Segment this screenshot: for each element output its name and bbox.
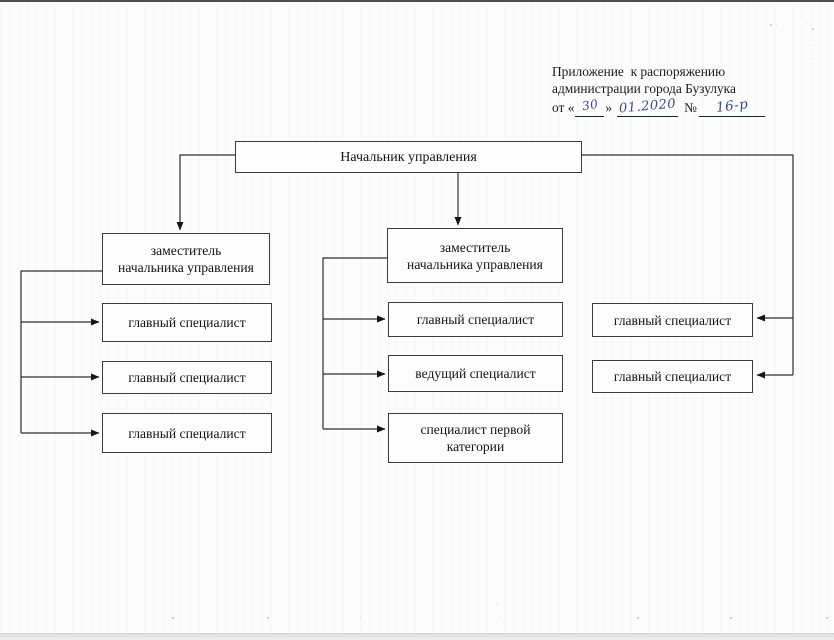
scan-speck — [497, 604, 498, 605]
scan-speck — [637, 617, 639, 619]
org-node-label: заместитель — [439, 239, 511, 255]
org-node-mid-first-category: специалист первой категории — [388, 413, 563, 463]
annotation-line-1: Приложение к распоряжению — [552, 64, 726, 79]
org-node-left-chief-1: главный специалист — [102, 303, 272, 342]
annotation-date-line: от « 30 » 01.2020 № 16-р — [552, 96, 798, 117]
scan-speck — [770, 24, 772, 26]
scan-speck — [730, 617, 732, 619]
org-node-label: главный специалист — [128, 370, 246, 385]
org-node-label: начальника управления — [407, 256, 543, 272]
scan-speck — [812, 58, 813, 59]
annotation-line-2: администрации города Бузулука — [552, 81, 736, 96]
date-prefix: от « — [552, 100, 575, 115]
scan-speck — [826, 617, 828, 619]
scan-speck — [776, 25, 777, 26]
org-node-left-chief-3: главный специалист — [102, 413, 272, 453]
date-day-blank: 30 — [575, 97, 605, 117]
scan-speck — [806, 22, 807, 23]
document-number-blank: 16-р — [698, 96, 765, 117]
org-node-label: ведущий специалист — [415, 366, 536, 381]
scan-speck — [360, 617, 361, 618]
org-node-right-chief-2: главный специалист — [592, 360, 753, 393]
number-sign: № — [684, 100, 697, 115]
org-node-label: категории — [446, 439, 505, 454]
org-node-mid-chief: главный специалист — [388, 302, 563, 337]
org-node-label: главный специалист — [416, 312, 535, 327]
close-quote: » — [605, 100, 613, 115]
org-node-deputy-left: заместитель начальника управления — [102, 233, 270, 285]
handwritten-number: 16-р — [714, 96, 749, 116]
org-node-mid-leading: ведущий специалист — [388, 355, 563, 392]
org-node-label: главный специалист — [128, 315, 246, 330]
org-node-label: главный специалист — [613, 369, 732, 384]
scan-speck — [814, 45, 815, 46]
scan-bottom-edge — [0, 633, 834, 640]
org-node-label: заместитель — [150, 243, 222, 258]
scan-speck — [172, 617, 174, 619]
org-node-head: Начальник управления — [235, 141, 582, 173]
org-node-left-chief-2: главный специалист — [102, 361, 272, 394]
annotation-block: Приложение к распоряжению администрации … — [552, 63, 798, 117]
handwritten-day: 30 — [580, 96, 600, 114]
org-node-deputy-middle: заместитель начальника управления — [387, 228, 563, 283]
org-node-right-chief-1: главный специалист — [592, 303, 753, 337]
org-node-label: главный специалист — [613, 312, 732, 328]
org-node-label: Начальник управления — [340, 149, 477, 165]
scan-top-edge — [0, 0, 834, 2]
org-node-label: специалист первой — [420, 422, 531, 437]
scan-speck — [500, 617, 501, 618]
date-month-blank: 01.2020 — [617, 96, 679, 117]
handwritten-date: 01.2020 — [618, 96, 677, 117]
org-node-label: главный специалист — [128, 425, 246, 441]
scan-speck — [267, 617, 269, 619]
org-node-label: начальника управления — [118, 260, 254, 275]
scan-speck — [812, 28, 814, 30]
